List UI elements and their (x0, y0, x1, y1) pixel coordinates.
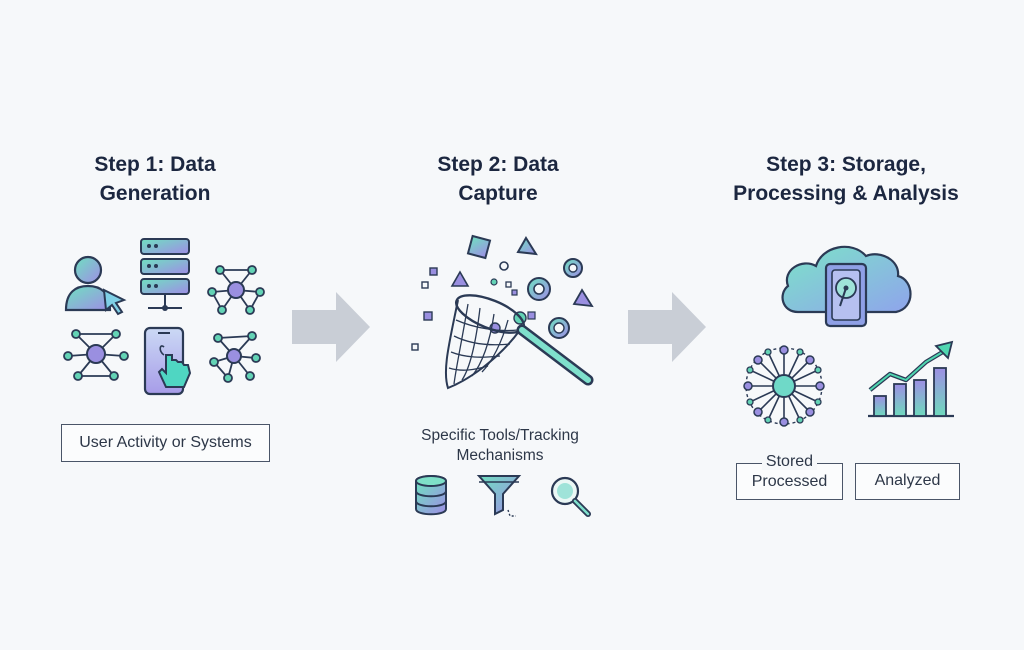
step-3-title-line1: Step 3: Storage, (766, 153, 926, 176)
stored-processed-box: Stored Processed (736, 453, 843, 500)
stored-label: Stored (761, 453, 818, 470)
flow-arrow-1 (292, 292, 370, 362)
step-1-title: Step 1: Data Generation (5, 150, 305, 208)
step-1-title-line1: Step 1: Data (94, 153, 216, 176)
user-cursor-icon (64, 255, 127, 316)
cloud-storage-icon (781, 245, 912, 328)
flow-arrow-2 (628, 292, 706, 362)
step-2-title-line1: Step 2: Data (437, 153, 559, 176)
growth-chart-icon (868, 340, 954, 418)
analyzed-box: Analyzed (855, 463, 960, 500)
capture-tools-caption: Specific Tools/Tracking Mechanisms (380, 426, 620, 466)
database-icon (415, 475, 447, 516)
network-node-icon (63, 329, 129, 381)
step-2-title-line2: Capture (458, 182, 538, 205)
funnel-icon (476, 475, 522, 517)
smartphone-tap-icon (143, 326, 192, 396)
step-2-title: Step 2: Data Capture (348, 150, 648, 208)
capture-tools-caption-line2: Mechanisms (456, 447, 544, 464)
user-activity-label: User Activity or Systems (79, 434, 252, 451)
network-node-icon (209, 331, 261, 383)
step-1-title-line2: Generation (99, 182, 211, 205)
capture-tools-caption-line1: Specific Tools/Tracking (421, 427, 579, 444)
processed-label: Processed (751, 473, 828, 490)
user-activity-label-box: User Activity or Systems (61, 424, 270, 462)
network-node-icon (207, 265, 265, 315)
neural-network-icon (743, 345, 825, 427)
step-3-title: Step 3: Storage, Processing & Analysis (696, 150, 996, 208)
step-3-title-line2: Processing & Analysis (733, 182, 959, 205)
capture-net-icon (411, 234, 594, 390)
server-rack-icon (140, 238, 190, 311)
analyzed-label: Analyzed (874, 472, 941, 489)
magnifier-icon (550, 476, 591, 517)
